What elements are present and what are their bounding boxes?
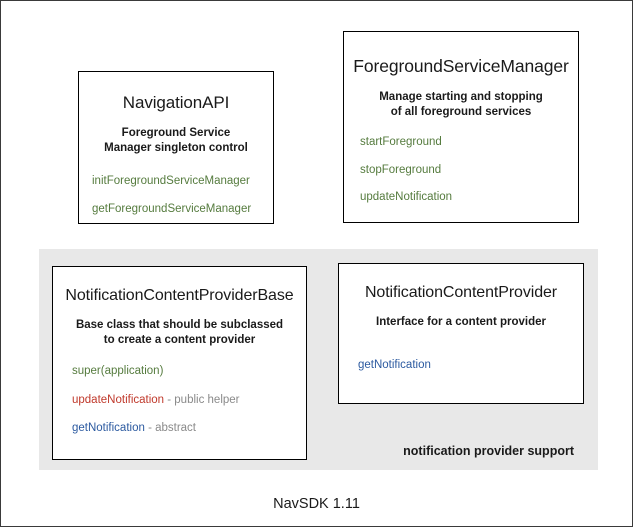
class-description-line: Interface for a content provider <box>376 316 546 328</box>
class-description-line: Manager singleton control <box>104 141 248 154</box>
class-title-foreground-service-manager: ForegroundServiceManager <box>353 56 569 76</box>
class-description-line: to create a content provider <box>103 333 256 346</box>
class-description-line: Base class that should be subclassed <box>75 319 284 331</box>
class-description-notification-content-provider: Interface for a content provider <box>339 315 583 330</box>
class-title-navigation-api: NavigationAPI <box>122 93 230 112</box>
member-note: - abstract <box>144 422 197 435</box>
class-box-foreground-service-manager[interactable]: ForegroundServiceManager Manage starting… <box>343 31 579 223</box>
class-member[interactable]: super(application) <box>72 366 306 378</box>
footer-version-label: NavSDK 1.11 <box>273 496 360 512</box>
member-list-foreground-service-manager: startForeground stopForeground updateNot… <box>360 137 578 204</box>
member-name: getForegroundServiceManager <box>92 202 252 215</box>
class-member[interactable]: getForegroundServiceManager <box>92 202 273 216</box>
class-description-foreground-service-manager: Manage starting and stopping of all fore… <box>344 90 578 119</box>
member-list-notification-content-provider: getNotification <box>358 358 583 372</box>
member-note: - public helper <box>164 393 240 406</box>
class-description-line: of all foreground services <box>390 105 532 118</box>
member-list-notification-content-provider-base: super(application) updateNotification - … <box>72 366 306 435</box>
class-member[interactable]: stopForeground <box>360 163 578 177</box>
class-description-line: Foreground Service <box>121 127 231 139</box>
member-name: updateNotification <box>360 191 453 204</box>
group-panel-label: notification provider support <box>403 444 574 458</box>
class-box-notification-content-provider[interactable]: NotificationContentProvider Interface fo… <box>338 263 584 404</box>
class-member[interactable]: updateNotification - public helper <box>72 393 306 407</box>
member-name: getNotification <box>72 422 145 435</box>
class-member[interactable]: startForeground <box>360 137 578 149</box>
member-name: getNotification <box>358 358 431 371</box>
member-name: initForegroundServiceManager <box>92 175 250 188</box>
member-list-navigation-api: initForegroundServiceManager getForegrou… <box>92 176 273 215</box>
class-box-notification-content-provider-base[interactable]: NotificationContentProviderBase Base cla… <box>52 266 307 460</box>
class-description-line: Manage starting and stopping <box>379 91 543 103</box>
member-name: stopForeground <box>360 163 442 176</box>
class-member[interactable]: getNotification - abstract <box>72 423 306 435</box>
member-name: updateNotification <box>72 393 165 406</box>
class-title-notification-content-provider-base: NotificationContentProviderBase <box>65 287 294 304</box>
class-description-navigation-api: Foreground Service Manager singleton con… <box>79 126 273 155</box>
class-title-notification-content-provider: NotificationContentProvider <box>364 284 558 301</box>
class-box-navigation-api[interactable]: NavigationAPI Foreground Service Manager… <box>78 71 274 224</box>
class-description-notification-content-provider-base: Base class that should be subclassed to … <box>53 318 306 347</box>
class-member[interactable]: updateNotification <box>360 192 578 204</box>
member-name: startForeground <box>360 136 442 149</box>
member-name: super(application) <box>72 365 164 378</box>
class-member[interactable]: initForegroundServiceManager <box>92 176 273 188</box>
class-member[interactable]: getNotification <box>358 358 583 372</box>
